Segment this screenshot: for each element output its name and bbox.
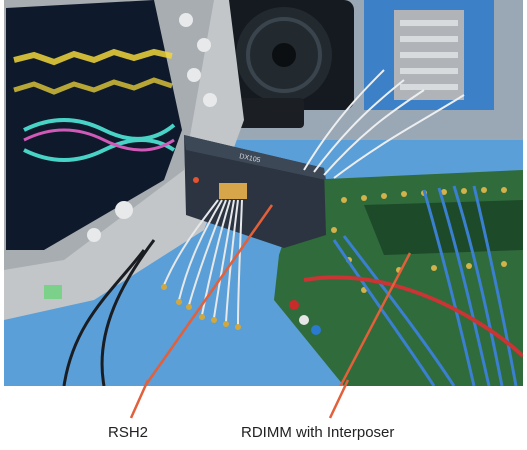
caption-rsh2: RSH2 xyxy=(108,424,149,441)
white-terminal xyxy=(299,315,309,325)
lab-setup-photo: DX105 xyxy=(4,0,523,386)
cooling-fan xyxy=(216,0,354,110)
heatsink-board xyxy=(364,0,494,110)
upper-cables xyxy=(303,69,465,179)
caption-rdimm-interposer: RDIMM with Interposer xyxy=(241,424,395,441)
device-label: DX105 xyxy=(239,153,261,164)
power-adapter xyxy=(234,98,304,128)
black-cables xyxy=(62,239,156,386)
red-cable xyxy=(303,275,523,358)
probe-connector xyxy=(219,183,247,199)
cable-tips xyxy=(161,284,241,330)
blue-terminal xyxy=(311,325,321,335)
probe-cables xyxy=(163,199,243,326)
rsh2-arrow xyxy=(143,204,274,386)
rdimm-interposer xyxy=(364,200,523,255)
blue-cables xyxy=(332,185,518,386)
red-terminal xyxy=(289,300,299,310)
oscilloscope xyxy=(4,0,244,320)
probe-unit: DX105 xyxy=(184,135,326,248)
